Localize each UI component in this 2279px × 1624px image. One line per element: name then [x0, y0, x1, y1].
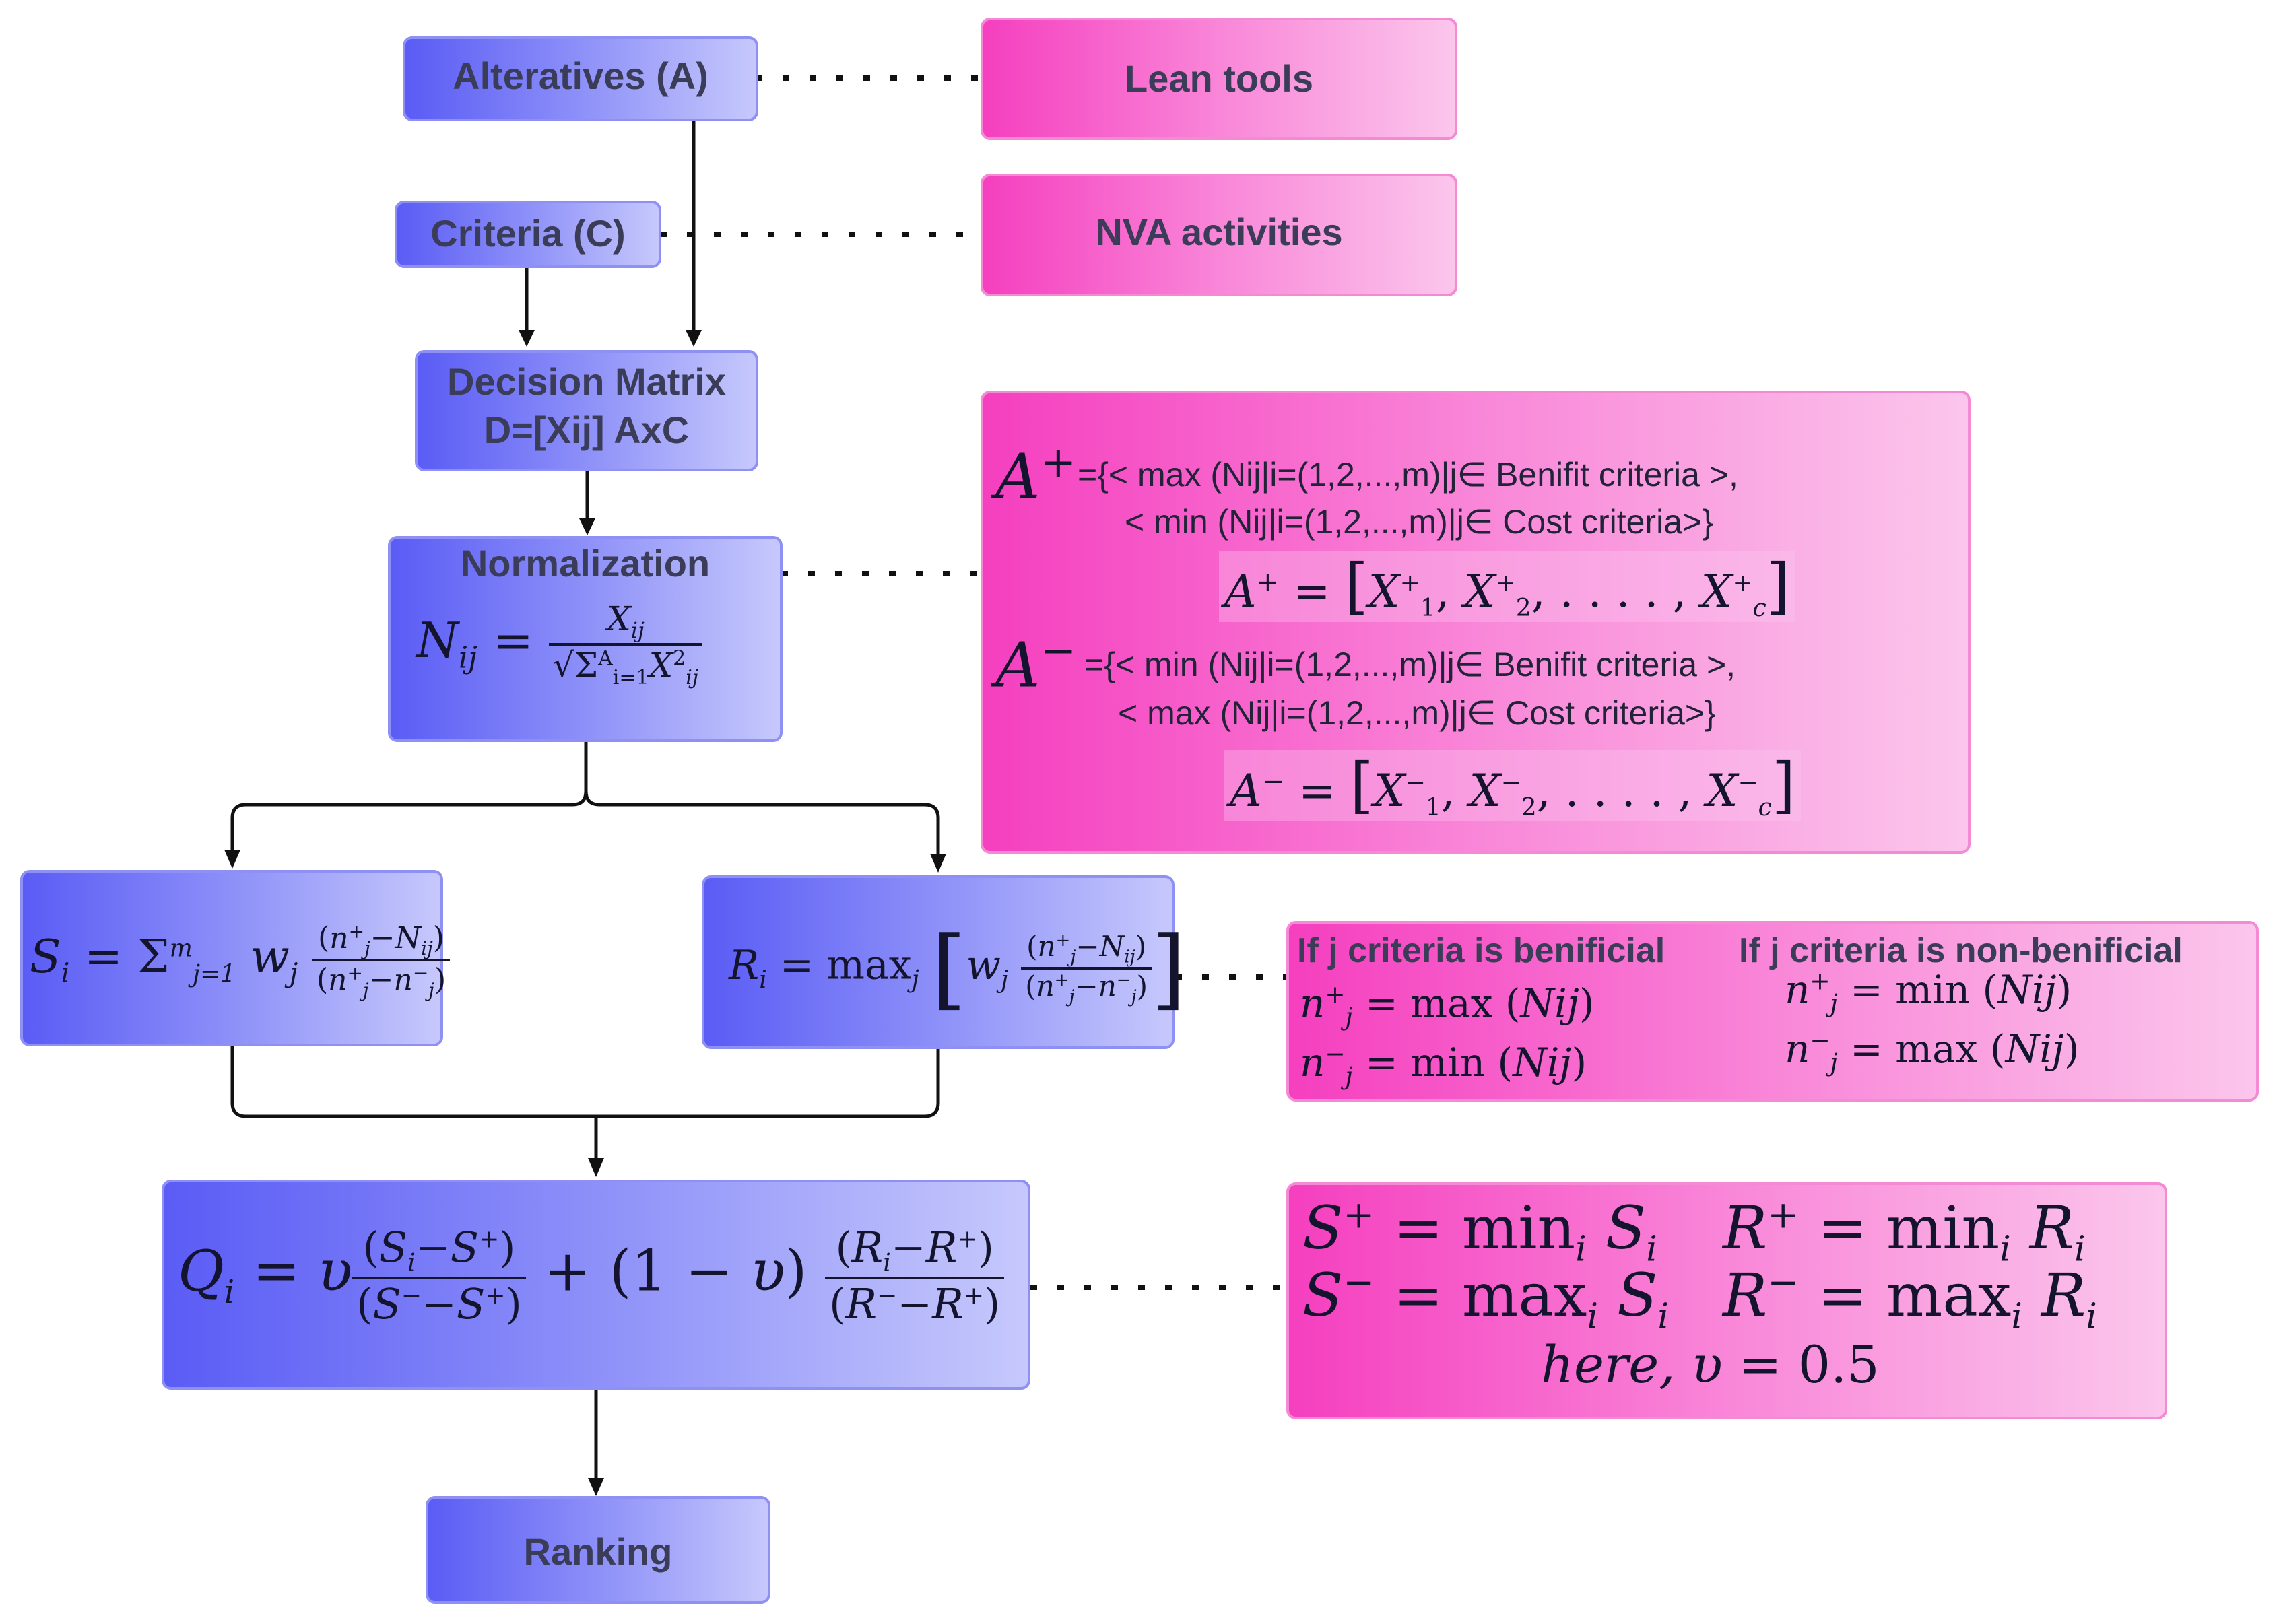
criteria-type-box: If j criteria is benificial If j criteri… [1286, 921, 2259, 1102]
r-formula: Ri = maxj [wj (n+j−Nij) (n+j−n−j) ] [729, 917, 1186, 1019]
nva-box: NVA activities [981, 174, 1457, 296]
nonbeneficial-n-minus: n−j = max (Nij) [1785, 1026, 2080, 1077]
s-formula-box: Si = Σmj=1 wj (n+j−Nij) (n+j−n−j) [20, 870, 451, 1046]
a-minus-symbol: A− [995, 626, 1077, 702]
a-minus-vector: A− = [X−1, X−2, . . . . , X−c] [1224, 750, 1801, 822]
s-plus-formula: S+ = mini Si [1302, 1193, 1657, 1270]
s-r-bounds-box: S+ = mini Si R+ = mini Ri S− = maxi Si R… [1286, 1182, 2167, 1419]
a-plus-line2: < min (Nij|i=(1,2,...,m)|j∈ Cost criteri… [1125, 503, 1713, 541]
s-minus-formula: S− = maxi Si [1302, 1260, 1669, 1337]
normalization-title: Normalization [460, 542, 711, 584]
lean-tools-box: Lean tools [981, 18, 1457, 140]
q-formula-box: Qi = υ (Si−S+) (S−−S+) + (1 − υ) (Ri−R+)… [162, 1180, 1030, 1390]
ranking-box: Ranking [426, 1496, 770, 1604]
arrow-normalization-split [230, 741, 588, 858]
nonbeneficial-header: If j criteria is non-benificial [1739, 931, 2183, 970]
q-formula: Qi = υ (Si−S+) (S−−S+) + (1 − υ) (Ri−R+)… [178, 1223, 1005, 1328]
beneficial-n-plus: n+j = max (Nij) [1300, 980, 1595, 1031]
beneficial-header: If j criteria is benificial [1297, 931, 1665, 970]
r-minus-formula: R− = maxi Ri [1723, 1260, 2097, 1337]
decision-matrix-formula: D=[Xij] AxC [484, 409, 690, 451]
normalization-box: Normalization Nij = Xij √ΣAi=1X2ij [388, 536, 783, 742]
a-plus-line1: ={< max (Nij|i=(1,2,...,m)|j∈ Benifit cr… [1078, 456, 1738, 494]
alternatives-label: Alteratives (A) [453, 55, 708, 97]
r-plus-formula: R+ = mini Ri [1723, 1193, 2086, 1270]
here-label: here, [1541, 1334, 1676, 1394]
ranking-label: Ranking [523, 1530, 673, 1573]
a-plus-symbol: A+ [995, 438, 1077, 513]
normalization-formula: Nij = Xij √ΣAi=1X2ij [416, 599, 703, 689]
v-value: here, υ = 0.5 [1541, 1334, 1880, 1394]
alternatives-box: Alteratives (A) [403, 36, 758, 121]
decision-matrix-title: Decision Matrix [447, 360, 726, 403]
s-formula: Si = Σmj=1 wj (n+j−Nij) (n+j−n−j) [30, 920, 451, 1001]
criteria-label: Criteria (C) [430, 212, 626, 255]
decision-matrix-box: Decision Matrix D=[Xij] AxC [415, 350, 758, 471]
a-minus-line2: < max (Nij|i=(1,2,...,m)|j∈ Cost criteri… [1118, 694, 1716, 732]
lean-tools-label: Lean tools [1124, 57, 1314, 100]
nva-label: NVA activities [1095, 211, 1343, 253]
nonbeneficial-n-plus: n+j = min (Nij) [1785, 967, 2072, 1018]
a-minus-line1: ={< min (Nij|i=(1,2,...,m)|j∈ Benifit cr… [1084, 646, 1736, 683]
ideal-solutions-box: A+ ={< max (Nij|i=(1,2,...,m)|j∈ Benifit… [981, 391, 1971, 854]
a-plus-vector: A+ = [X+1, X+2, . . . . , X+c] [1219, 551, 1795, 623]
r-formula-box: Ri = maxj [wj (n+j−Nij) (n+j−n−j) ] [702, 875, 1186, 1049]
beneficial-n-minus: n−j = min (Nij) [1300, 1040, 1587, 1091]
criteria-box: Criteria (C) [395, 201, 661, 268]
arrow-s-r-to-q [230, 1045, 940, 1118]
